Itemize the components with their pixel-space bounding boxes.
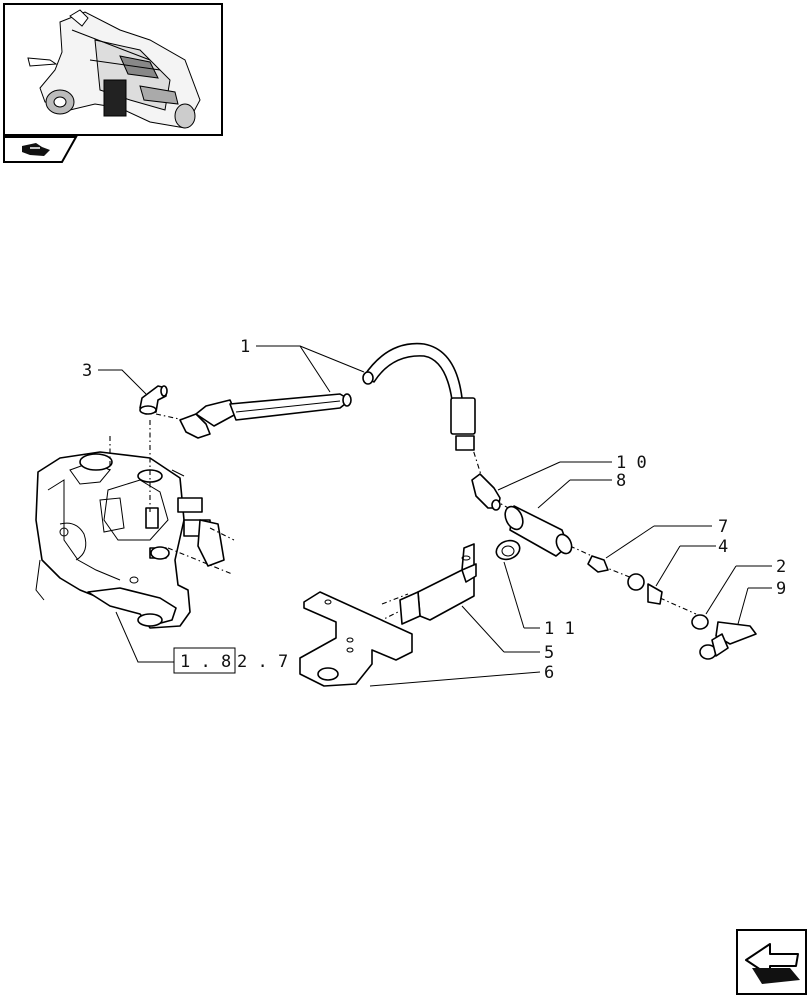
callout-3: 3 bbox=[82, 361, 92, 381]
part-11-clamp bbox=[495, 539, 521, 561]
callout-11: 1 1 bbox=[544, 619, 575, 639]
part-9-tee bbox=[699, 621, 757, 660]
part-2-washer bbox=[691, 614, 709, 630]
overview-thumbnail bbox=[3, 3, 223, 136]
part-3-elbow-fitting bbox=[139, 385, 168, 415]
part-6-plate bbox=[299, 591, 421, 687]
callout-6: 6 bbox=[544, 663, 554, 683]
callout-9: 9 bbox=[776, 579, 786, 599]
part-1-hose-upper bbox=[362, 342, 476, 451]
reference-boxed: 1 . 8 bbox=[180, 652, 231, 672]
part-8-filter bbox=[504, 505, 573, 557]
callout-5: 5 bbox=[544, 643, 554, 663]
section-arrow-icon bbox=[22, 143, 50, 156]
callout-10: 1 0 bbox=[616, 453, 647, 473]
callouts: 1 3 1 0 8 7 4 2 9 1 1 5 6 bbox=[82, 337, 786, 683]
part-5-bracket bbox=[417, 543, 477, 621]
part-7-fitting bbox=[587, 555, 609, 573]
transmission-housing bbox=[35, 451, 225, 629]
transmission-thumbnail-drawing bbox=[27, 9, 201, 129]
reference-rest: 2 . 7 bbox=[237, 652, 288, 672]
callout-8: 8 bbox=[616, 471, 626, 491]
next-page-button[interactable] bbox=[736, 929, 807, 995]
part-4-union bbox=[627, 573, 663, 605]
callout-4: 4 bbox=[718, 537, 728, 557]
section-tab[interactable] bbox=[3, 136, 78, 163]
reference-link[interactable]: 1 . 8 2 . 7 bbox=[173, 647, 288, 674]
part-1-hose-lower bbox=[179, 393, 352, 439]
part-10-elbow bbox=[471, 473, 501, 511]
callout-1: 1 bbox=[240, 337, 250, 357]
center-lines bbox=[109, 413, 697, 623]
callout-7: 7 bbox=[718, 517, 728, 537]
callout-2: 2 bbox=[776, 557, 786, 577]
leader-lines bbox=[98, 345, 772, 687]
next-page-arrow-icon bbox=[745, 943, 800, 984]
